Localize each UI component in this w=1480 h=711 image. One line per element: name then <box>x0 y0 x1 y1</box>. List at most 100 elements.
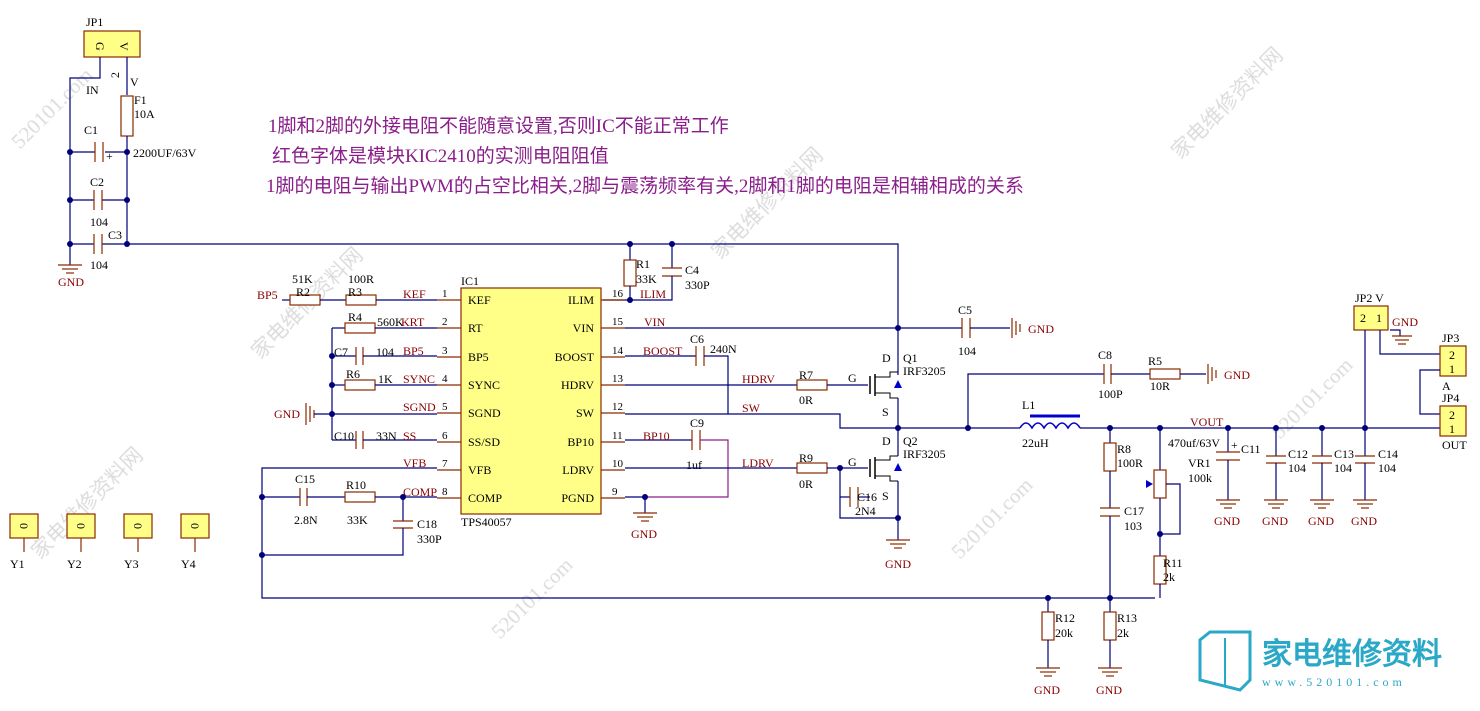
c9-value: 1uf <box>686 458 702 472</box>
r5-ref: R5 <box>1148 354 1162 368</box>
net-bp5-in: BP5 <box>257 288 278 302</box>
jp2-ref: JP2 V <box>1355 291 1384 305</box>
c16-ref: C16 <box>857 490 877 504</box>
jp3-connector: JP3 2 1 A <box>1439 331 1467 393</box>
r12-resistor: R12 20k <box>1041 598 1075 668</box>
f1-fuse: F1 10A <box>120 93 155 137</box>
c6-capacitor: C6 240N <box>690 332 737 414</box>
r9-value: 0R <box>799 477 813 491</box>
ic1-pin-number: 7 <box>442 458 448 470</box>
logo-text: 家电维修资料 <box>1262 638 1442 671</box>
mount-hole: 0Y2 <box>66 513 96 571</box>
mount-hole-ref: Y3 <box>124 557 139 571</box>
ic1-pin-name: BOOST <box>555 350 595 364</box>
mount-hole: 0Y1 <box>9 513 39 571</box>
c17-capacitor: C17 103 <box>1100 471 1144 612</box>
c5-value: 104 <box>958 344 976 358</box>
ic1-pin-name: SGND <box>468 406 501 420</box>
c6-ref: C6 <box>690 332 704 346</box>
net-krt: KRT <box>401 315 425 329</box>
ic1-pin-name: LDRV <box>562 463 594 477</box>
r10-value: 33K <box>347 513 368 527</box>
r5-resistor: R5 10R <box>1148 354 1181 393</box>
c7-ref: C7 <box>334 345 348 359</box>
c10-capacitor: C10 33N <box>332 429 437 449</box>
note-line-1: 1脚和2脚的外接电阻不能随意设置,否则IC不能正常工作 <box>268 115 729 137</box>
c13-ref: C13 <box>1334 447 1354 461</box>
ic1-pin-name: SS/SD <box>468 435 500 449</box>
ic1-pin-number: 5 <box>442 401 448 413</box>
gnd-symbol-c14: GND <box>1351 499 1377 528</box>
c11-value: 470uf/63V <box>1168 436 1220 450</box>
mount-hole-ref: Y2 <box>67 557 82 571</box>
ic1-pin-number: 12 <box>612 401 623 413</box>
q1-ref: Q1 <box>903 351 918 365</box>
l1-inductor: L1 22uH <box>1019 398 1081 450</box>
c1-ref: C1 <box>84 123 98 137</box>
r8-resistor: R8 100R <box>1103 428 1143 472</box>
c12-capacitor: C12 104 <box>1266 428 1308 500</box>
gnd-symbol-r13: GND <box>1096 667 1122 697</box>
f1-value: 10A <box>134 107 155 121</box>
c14-capacitor: C14 104 <box>1355 428 1398 500</box>
gnd-label: GND <box>1028 322 1054 336</box>
r4-ref: R4 <box>348 310 362 324</box>
jp2-pin1: 1 <box>1376 311 1382 325</box>
jp3-pin2: 2 <box>1449 348 1455 362</box>
ic1-part: TPS40057 <box>461 515 512 529</box>
r3-ref: R3 <box>348 285 362 299</box>
net-ldrv: LDRV <box>742 456 774 470</box>
r1-value: 33K <box>636 272 657 286</box>
jp1-pin-g: G <box>93 42 107 51</box>
jp3-pin1: 1 <box>1449 362 1455 376</box>
ic1-pin-number: 11 <box>612 430 623 442</box>
net-vin: VIN <box>644 315 666 329</box>
r11-value: 2k <box>1163 570 1175 584</box>
ic1-pin-number: 13 <box>612 373 624 385</box>
ic1-pin-number: 3 <box>442 345 448 357</box>
c11-plus: + <box>1231 438 1238 452</box>
ic1-pin-name: COMP <box>468 491 502 505</box>
ic1-pin-name: BP5 <box>468 350 489 364</box>
r13-resistor: R13 2k <box>1103 611 1137 668</box>
r2-value: 51K <box>292 272 313 286</box>
gnd-symbol-r5: GND <box>1207 364 1250 384</box>
ic1-pin-name: ILIM <box>568 293 594 307</box>
c16-value: 2N4 <box>855 504 876 518</box>
vr1-ref: VR1 <box>1188 456 1211 470</box>
q1-s: S <box>882 405 889 419</box>
jp3-a-label: A <box>1442 379 1451 393</box>
c3-value: 104 <box>90 258 108 272</box>
jp1-pin-v: V <box>117 42 131 51</box>
ic1-pin-number: 14 <box>612 345 624 357</box>
c3-ref: C3 <box>108 228 122 242</box>
r12-value: 20k <box>1055 626 1073 640</box>
c17-value: 103 <box>1124 519 1142 533</box>
ic1-pin-number: 2 <box>442 316 448 328</box>
net-comp: COMP <box>403 485 437 499</box>
logo-url: www.520101.com <box>1262 675 1406 689</box>
net-sw: SW <box>742 401 761 415</box>
jp1-in-label: IN <box>86 83 99 97</box>
ic1-pin-number: 6 <box>442 430 448 442</box>
vr1-value: 100k <box>1188 471 1212 485</box>
ic1-pin-name: SW <box>576 406 595 420</box>
r11-resistor: R11 2k <box>1153 555 1183 598</box>
ic1-pin-name: VIN <box>573 321 595 335</box>
gnd-symbol-r12: GND <box>1034 667 1060 697</box>
gnd-label: GND <box>58 275 84 289</box>
c10-value: 33N <box>376 429 397 443</box>
c3-capacitor: C3 104 <box>70 228 127 272</box>
gnd-symbol-jp2: GND <box>1392 315 1418 345</box>
c18-value: 330P <box>417 532 442 546</box>
r9-resistor: R9 0R <box>796 451 828 491</box>
ic1-pin-name: HDRV <box>561 378 594 392</box>
net-hdrv: HDRV <box>742 372 775 386</box>
q2-g: G <box>848 455 857 469</box>
gnd-label: GND <box>1096 683 1122 697</box>
ic1-ref: IC1 <box>461 274 479 288</box>
r6-ref: R6 <box>346 367 360 381</box>
vfb-wire <box>261 467 1155 599</box>
c4-value: 330P <box>685 278 710 292</box>
ic1-pin-number: 4 <box>442 373 448 385</box>
